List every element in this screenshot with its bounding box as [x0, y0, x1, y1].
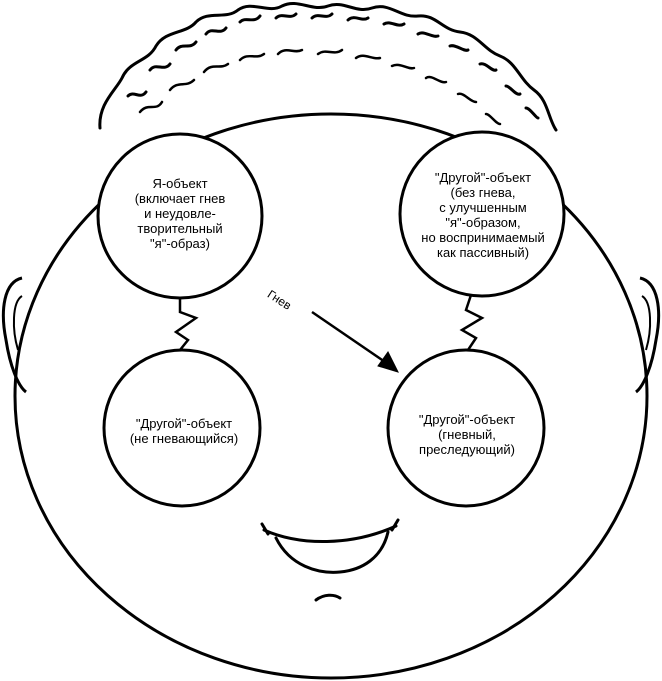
drugoy-bottom-left-line: "Другой"-объект [135, 416, 233, 431]
drugoy-top-right-circle [398, 130, 566, 298]
ya-object-circle [96, 132, 264, 300]
chin-mark [314, 593, 342, 602]
drugoy-bottom-left-circle [102, 348, 262, 508]
drugoy-bottom-left-label: "Другой"-объект (не гневающийся) [106, 416, 262, 446]
left-connector [173, 296, 199, 351]
hair-curls-inner [138, 48, 502, 126]
drugoy-bottom-right-line: (гневный, [438, 427, 496, 442]
drugoy-top-right-line: но воспринимаемый [421, 230, 545, 245]
ya-object-line: (включает гнев [134, 191, 226, 206]
drugoy-bottom-left-line: (не гневающийся) [129, 431, 239, 446]
hair-curls [126, 12, 540, 120]
mouth-corner-left [260, 522, 270, 536]
drugoy-top-right-line: как пассивный) [436, 245, 530, 260]
ya-object-line: и неудовле- [144, 206, 216, 221]
ya-object-label: Я-объект (включает гнев и неудовле- твор… [98, 176, 262, 251]
drugoy-top-right-line: "Другой"-объект [434, 170, 532, 185]
anger-arrow-shaft [311, 310, 389, 366]
mouth-upper [262, 524, 398, 543]
drugoy-bottom-right-line: преследующий) [419, 442, 515, 457]
mouth-lower [274, 530, 390, 574]
ya-object-line: творительный [137, 221, 223, 236]
drugoy-top-right-line: с улучшенным [439, 200, 527, 215]
hair-outline [98, 1, 558, 132]
right-ear [634, 276, 661, 394]
mouth-corner-right [390, 518, 400, 532]
drugoy-top-right-line: (без гнева, [450, 185, 516, 200]
drugoy-bottom-right-line: "Другой"-объект [418, 412, 516, 427]
right-connector [459, 291, 485, 351]
anger-arrowhead [377, 351, 399, 373]
ya-object-line: "я"-образ) [150, 236, 210, 251]
drugoy-bottom-right-circle [386, 348, 546, 508]
ya-object-line: Я-объект [152, 176, 208, 191]
drugoy-bottom-right-label: "Другой"-объект (гневный, преследующий) [390, 412, 544, 457]
drugoy-top-right-line: "я"-образом, [445, 215, 521, 230]
left-ear [1, 276, 28, 394]
left-ear-inner [12, 295, 23, 351]
right-ear-inner [641, 295, 652, 351]
drugoy-top-right-label: "Другой"-объект (без гнева, с улучшенным… [386, 170, 580, 260]
